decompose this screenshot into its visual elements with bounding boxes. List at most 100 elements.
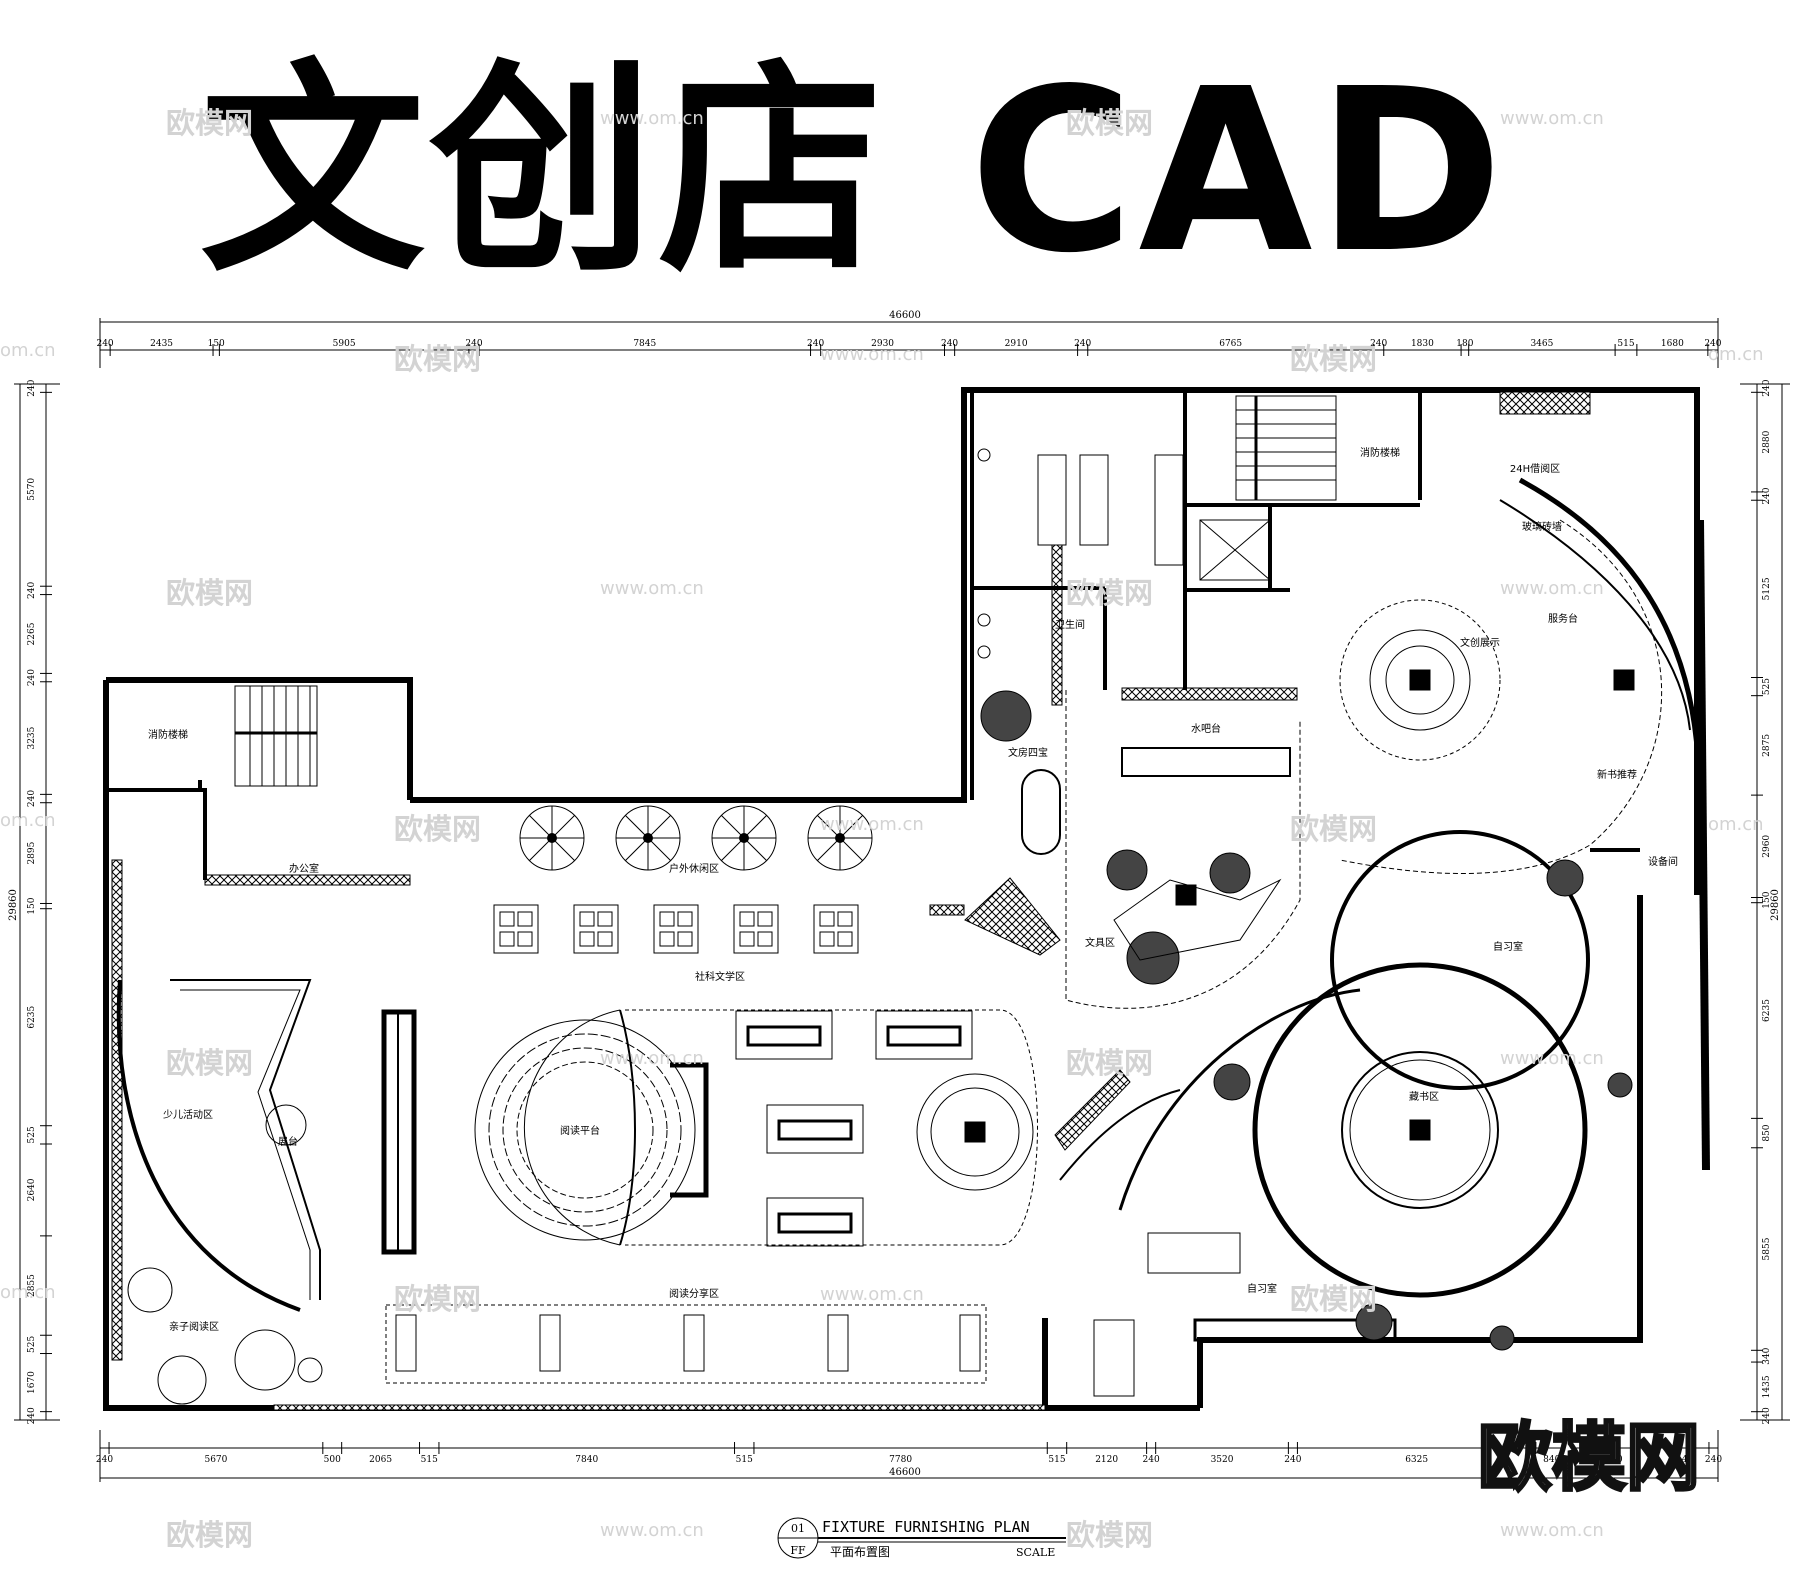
hatched-walls xyxy=(111,391,1710,1411)
watermark-brand: 欧模网 xyxy=(1290,812,1378,846)
dimension-label: 500 xyxy=(324,1455,341,1465)
table-with-chairs xyxy=(733,904,779,954)
bottom-overall-dimension: 46600 xyxy=(889,1467,921,1478)
right-overall-dimension: 29860 xyxy=(1770,889,1781,921)
label-office: 办公室 xyxy=(289,862,319,875)
dimension-label: 6235 xyxy=(27,1005,37,1028)
watermark-brand: 欧模网 xyxy=(166,576,254,610)
watermark-url: www.om.cn xyxy=(600,1520,704,1541)
dimension-label: 5670 xyxy=(204,1455,227,1465)
display-tables xyxy=(735,1010,1034,1247)
fire-stair-left xyxy=(234,685,318,787)
restroom-fixtures xyxy=(977,448,1271,659)
dimension-label: 240 xyxy=(27,1407,37,1424)
dimension-label: 7845 xyxy=(633,339,656,349)
label-borrow-24h: 24H借阅区 xyxy=(1510,462,1560,475)
water-bar-area xyxy=(980,690,1291,985)
dimension-label: 850 xyxy=(1762,1124,1772,1141)
watermark-url: www.om.cn xyxy=(820,1284,924,1305)
dimension-label: 2875 xyxy=(1762,734,1772,757)
dimension-label: 2910 xyxy=(1005,339,1028,349)
label-reading-platform: 阅读平台 xyxy=(560,1124,600,1137)
dimension-label: 340 xyxy=(1762,1347,1772,1364)
watermark-brand: 欧模网 xyxy=(1066,1518,1154,1552)
dimension-label: 5125 xyxy=(1762,577,1772,600)
watermark-url: www.om.cn xyxy=(600,578,704,599)
watermark-brand: 欧模网 xyxy=(394,342,482,376)
dimension-label: 240 xyxy=(96,339,113,349)
watermark-url: www.om.cn xyxy=(820,814,924,835)
dimension-label: 240 xyxy=(1762,1407,1772,1424)
watermark-url-edge: om.cn xyxy=(0,340,56,361)
label-equipment-room: 设备间 xyxy=(1648,855,1678,868)
dimension-label: 6765 xyxy=(1219,339,1242,349)
dimension-label: 3235 xyxy=(27,726,37,749)
dimension-label: 240 xyxy=(27,582,37,599)
dimension-label: 240 xyxy=(27,379,37,396)
right-dimension-ticks: 2402880240512552528752960150623585058553… xyxy=(1751,379,1772,1424)
dimension-label: 240 xyxy=(1370,339,1387,349)
watermark-url-edge: om.cn xyxy=(0,810,56,831)
dimension-label: 515 xyxy=(736,1455,753,1465)
dimension-label: 240 xyxy=(1704,339,1721,349)
outdoor-umbrellas xyxy=(519,805,873,871)
plan-number: 01 xyxy=(791,1522,805,1535)
dimension-label: 515 xyxy=(421,1455,438,1465)
table-with-chairs xyxy=(573,904,619,954)
watermark-brand: 欧模网 xyxy=(1290,342,1378,376)
dimension-label: 240 xyxy=(1762,379,1772,396)
dimension-label: 240 xyxy=(807,339,824,349)
watermark-url: www.om.cn xyxy=(1500,578,1604,599)
dimension-label: 150 xyxy=(208,339,225,349)
dimension-label: 240 xyxy=(1143,1455,1160,1465)
dimension-label: 7840 xyxy=(575,1455,598,1465)
dimension-label: 1435 xyxy=(1762,1375,1772,1398)
label-book-collection: 藏书区 xyxy=(1409,1091,1439,1103)
watermark-brand: 欧模网 xyxy=(394,812,482,846)
table-with-chairs xyxy=(653,904,699,954)
label-parent-child-reading: 亲子阅读区 xyxy=(169,1320,219,1333)
dimension-label: 240 xyxy=(1762,487,1772,504)
dimension-label: 2265 xyxy=(27,622,37,645)
corner-brand-logo: 欧模网 xyxy=(1477,1414,1702,1503)
plan-scale: SCALE xyxy=(1016,1546,1055,1559)
dimension-label: 515 xyxy=(1048,1455,1065,1465)
plan-sheet: FF xyxy=(790,1544,806,1557)
watermark-url: www.om.cn xyxy=(600,108,704,129)
room-labels: 消防楼梯 办公室 户外休闲区 社科文学区 少儿活动区 亲子阅读区 阅读平台 阅读… xyxy=(148,446,1678,1333)
dimension-label: 6235 xyxy=(1762,999,1772,1022)
creative-display xyxy=(1339,599,1635,761)
plan-title-cn: 平面布置图 xyxy=(830,1545,890,1559)
bookshelf-column xyxy=(381,1009,417,1255)
label-outdoor-leisure: 户外休闲区 xyxy=(669,862,719,875)
label-display-stand: 展台 xyxy=(278,1135,298,1148)
dimension-label: 2640 xyxy=(27,1178,37,1201)
watermark-url: www.om.cn xyxy=(600,1048,704,1069)
dimension-label: 2065 xyxy=(369,1455,392,1465)
left-dimension-lines xyxy=(14,383,60,1421)
reading-sharing-table xyxy=(385,1304,987,1384)
dimension-label: 2310 xyxy=(1600,1455,1623,1465)
dimension-label: 525 xyxy=(27,1336,37,1353)
dimension-label: 2855 xyxy=(27,1274,37,1297)
label-creative-display: 文创展示 xyxy=(1460,636,1500,649)
watermark-brand: 欧模网 xyxy=(1066,576,1154,610)
dimension-label: 1830 xyxy=(1411,339,1434,349)
reading-platform xyxy=(474,1009,1038,1246)
dimension-label: 2435 xyxy=(150,339,173,349)
umbrella-table xyxy=(615,805,681,871)
dimension-label: 2880 xyxy=(1762,430,1772,453)
dimension-label: 6325 xyxy=(1405,1455,1428,1465)
watermark-brand: 欧模网 xyxy=(166,1518,254,1552)
dimension-label: 525 xyxy=(1762,678,1772,695)
label-kids-activity: 少儿活动区 xyxy=(163,1109,213,1121)
plan-title-en: FIXTURE FURNISHING PLAN xyxy=(822,1518,1030,1536)
plan-title-block xyxy=(777,1517,1066,1559)
dimension-label: 150 xyxy=(27,897,37,914)
kids-area-furniture xyxy=(127,1104,323,1405)
dimension-label: 1680 xyxy=(1661,339,1684,349)
dimension-label: 5570 xyxy=(27,478,37,501)
